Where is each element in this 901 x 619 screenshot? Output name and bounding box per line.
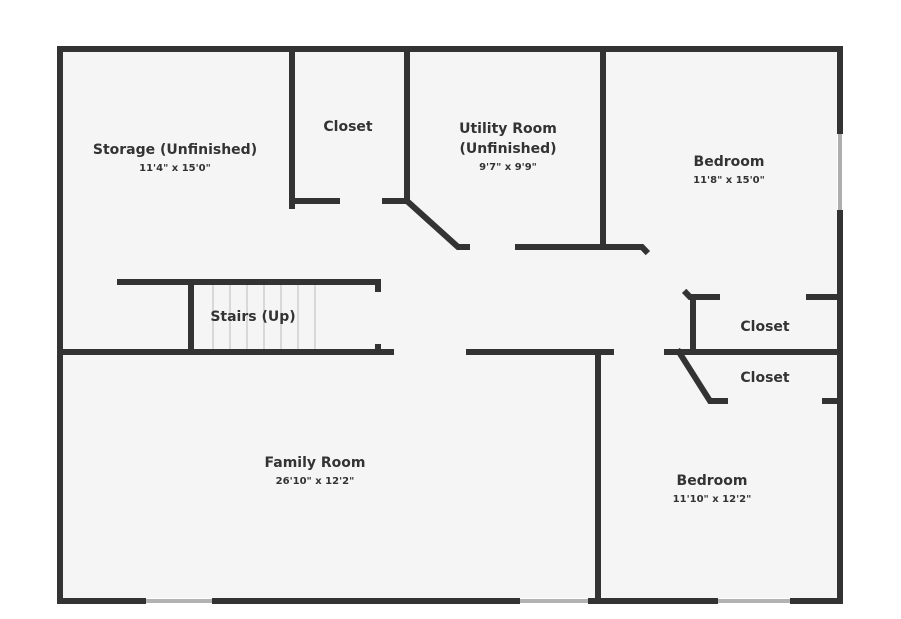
storage-dims: 11'4" x 15'0" <box>139 163 211 174</box>
bedroom-bottom-dims: 11'10" x 12'2" <box>673 494 752 505</box>
stair-treads <box>212 285 316 350</box>
bedroom-bottom-name: Bedroom <box>677 473 748 489</box>
closet-top-name: Closet <box>323 119 373 135</box>
room-labels: Storage (Unfinished) 11'4" x 15'0" Close… <box>93 119 790 505</box>
closet-right-upper-name: Closet <box>740 319 790 335</box>
outer-wall <box>57 46 843 604</box>
family-room-name: Family Room <box>265 455 366 471</box>
family-room-dims: 26'10" x 12'2" <box>276 476 355 487</box>
stairs-name: Stairs (Up) <box>210 309 295 325</box>
utility-name-line2: (Unfinished) <box>459 141 556 157</box>
bedroom-top-name: Bedroom <box>694 154 765 170</box>
floor-area <box>60 49 840 601</box>
utility-dims: 9'7" x 9'9" <box>479 162 537 173</box>
door-openings <box>288 197 822 405</box>
windows <box>146 134 843 604</box>
closet-right-lower-name: Closet <box>740 370 790 386</box>
bedroom-top-dims: 11'8" x 15'0" <box>693 175 765 186</box>
utility-name-line1: Utility Room <box>459 121 557 137</box>
storage-name: Storage (Unfinished) <box>93 142 257 158</box>
